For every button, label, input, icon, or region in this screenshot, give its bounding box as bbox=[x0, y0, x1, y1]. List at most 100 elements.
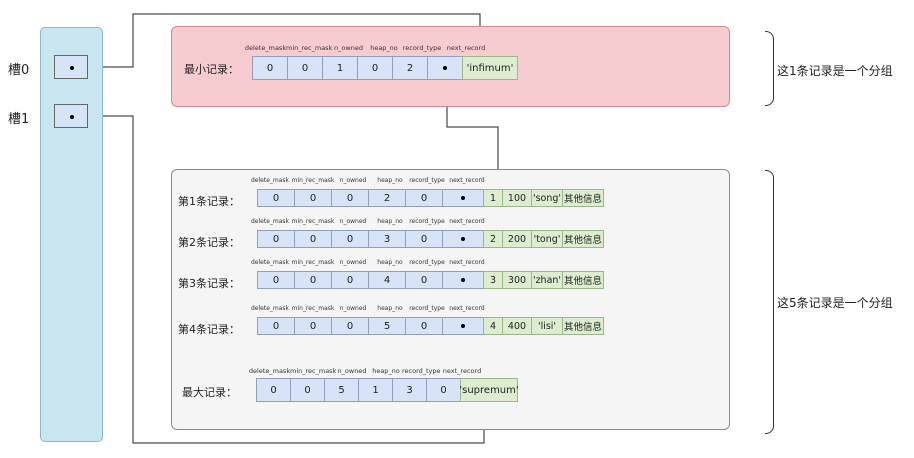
header-field-label: delete_mask bbox=[248, 367, 291, 375]
header-cell: 0 bbox=[405, 317, 443, 335]
header-cell: 0 bbox=[257, 230, 295, 248]
group-1-label: 这1条记录是一个分组 bbox=[777, 64, 893, 78]
header-field-label: next_record bbox=[449, 177, 485, 184]
record-label: 第3条记录： bbox=[178, 277, 240, 290]
header-cell: 0 bbox=[294, 271, 332, 289]
pointer-dot bbox=[461, 237, 465, 241]
header-field-label: heap_no bbox=[377, 218, 403, 225]
header-cell: 0 bbox=[294, 230, 332, 248]
header-field-label: n_owned bbox=[339, 305, 367, 312]
data-cell: 200 bbox=[502, 230, 532, 248]
header-cell: 0 bbox=[331, 189, 369, 207]
header-cell: 0 bbox=[331, 271, 369, 289]
header-field-label: delete_mask bbox=[250, 305, 290, 312]
data-cell: 'song' bbox=[531, 189, 563, 207]
slot-1-label: 槽1 bbox=[8, 112, 30, 127]
header-cell: 2 bbox=[392, 56, 428, 80]
header-field-label: n_owned bbox=[339, 259, 367, 266]
header-field-label: delete_mask bbox=[250, 259, 290, 266]
min-record-label: 最小记录： bbox=[184, 63, 239, 76]
header-cell: 1 bbox=[358, 378, 393, 402]
pointer-dot bbox=[461, 324, 465, 328]
header-field-label: min_rec_mask bbox=[286, 44, 333, 52]
header-cell: 0 bbox=[256, 378, 291, 402]
header-field-label: record_type bbox=[409, 218, 445, 225]
pointer-dot bbox=[461, 196, 465, 200]
header-cell: 3 bbox=[392, 378, 427, 402]
header-cell: 0 bbox=[252, 56, 288, 80]
header-field-label: delete_mask bbox=[244, 44, 287, 52]
header-field-label: delete_mask bbox=[250, 177, 290, 184]
pointer-dot bbox=[70, 115, 74, 119]
header-cell: 0 bbox=[426, 378, 461, 402]
header-field-label: record_type bbox=[402, 44, 442, 52]
header-field-label: min_rec_mask bbox=[291, 177, 335, 184]
header-cell: 0 bbox=[357, 56, 393, 80]
data-cell: 3 bbox=[483, 271, 503, 289]
data-cell: 其他信息 bbox=[562, 317, 604, 335]
header-cell: 0 bbox=[405, 230, 443, 248]
header-field-label: n_owned bbox=[337, 367, 367, 375]
data-cell: 其他信息 bbox=[562, 271, 604, 289]
page-directory bbox=[40, 27, 103, 442]
header-field-label: heap_no bbox=[377, 259, 403, 266]
slot-1 bbox=[54, 104, 88, 128]
header-field-label: n_owned bbox=[339, 177, 367, 184]
header-cell: 3 bbox=[368, 230, 406, 248]
header-field-label: heap_no bbox=[370, 44, 398, 52]
header-field-label: next_record bbox=[449, 218, 485, 225]
next-record-cell bbox=[442, 189, 484, 207]
header-field-label: heap_no bbox=[377, 305, 403, 312]
header-cell: 4 bbox=[368, 271, 406, 289]
header-cell: 5 bbox=[368, 317, 406, 335]
data-cell: 1 bbox=[483, 189, 503, 207]
header-field-label: min_rec_mask bbox=[290, 367, 337, 375]
header-cell: 0 bbox=[257, 271, 295, 289]
header-cell: 0 bbox=[257, 189, 295, 207]
data-cell: 其他信息 bbox=[562, 189, 604, 207]
header-cell: 0 bbox=[405, 189, 443, 207]
header-field-label: n_owned bbox=[334, 44, 363, 52]
data-cell: 其他信息 bbox=[562, 230, 604, 248]
slot-0 bbox=[54, 55, 88, 79]
record-label: 第2条记录： bbox=[178, 236, 240, 249]
header-field-label: next_record bbox=[446, 44, 486, 52]
data-cell: 'tong' bbox=[531, 230, 563, 248]
header-cell: 0 bbox=[294, 189, 332, 207]
header-field-label: min_rec_mask bbox=[291, 305, 335, 312]
data-cell: 'zhan' bbox=[531, 271, 563, 289]
next-record-cell bbox=[442, 271, 484, 289]
group-1-brace bbox=[765, 31, 774, 106]
header-field-label: next_record bbox=[442, 367, 482, 375]
data-cell: 100 bbox=[502, 189, 532, 207]
header-cell: 0 bbox=[257, 317, 295, 335]
data-cell: 2 bbox=[483, 230, 503, 248]
infimum-cell: 'infimum' bbox=[462, 56, 518, 80]
header-field-label: n_owned bbox=[339, 218, 367, 225]
header-field-label: record_type bbox=[409, 177, 445, 184]
header-field-label: record_type bbox=[409, 305, 445, 312]
header-field-label: min_rec_mask bbox=[291, 259, 335, 266]
group-2-label: 这5条记录是一个分组 bbox=[777, 296, 893, 310]
header-cell: 0 bbox=[294, 317, 332, 335]
header-field-label: delete_mask bbox=[250, 218, 290, 225]
group-2-brace bbox=[765, 170, 774, 434]
pointer-dot bbox=[461, 278, 465, 282]
next-record-cell bbox=[442, 230, 484, 248]
data-cell: 400 bbox=[502, 317, 532, 335]
header-field-label: min_rec_mask bbox=[291, 218, 335, 225]
data-cell: 4 bbox=[483, 317, 503, 335]
header-cell: 2 bbox=[368, 189, 406, 207]
header-field-label: heap_no bbox=[372, 367, 400, 375]
header-cell: 5 bbox=[324, 378, 359, 402]
header-cell: 1 bbox=[322, 56, 358, 80]
record-label: 第1条记录： bbox=[178, 195, 240, 208]
header-cell: 0 bbox=[290, 378, 325, 402]
next-record-cell bbox=[427, 56, 463, 80]
